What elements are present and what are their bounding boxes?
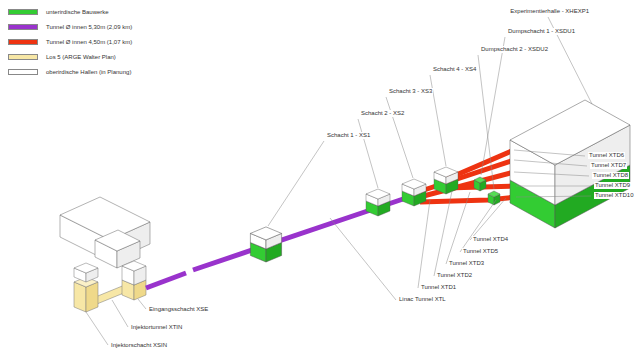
callout-label: Tunnel XTD1	[420, 284, 457, 291]
legend-text: unterirdische Bauwerke	[46, 8, 109, 16]
callout-label: Tunnel XTD9	[594, 182, 631, 189]
leader-line	[86, 17, 592, 345]
callout-label: Tunnel XTD8	[592, 172, 629, 179]
callout-label: Tunnel XTD7	[590, 162, 627, 169]
legend-text: Los 5 (ARGE Walter Plan)	[46, 53, 116, 61]
legend-text: Tunnel Ø innen 4,50m (1,07 km)	[46, 38, 132, 46]
callout-label: Tunnel XTD3	[448, 260, 485, 267]
callout-label: Tunnel XTD4	[472, 236, 509, 243]
callout-label: Dumpschacht 1 - XSDU1	[507, 28, 576, 35]
callout-label: Eingangsschacht XSE	[148, 306, 209, 313]
callout-label: Tunnel XTD6	[588, 152, 625, 159]
callout-label: Tunnel XTD2	[436, 272, 473, 279]
surface-hall	[60, 197, 150, 268]
legend-swatch	[8, 24, 38, 30]
callout-label: Experimentierhalle - XHEXP1	[509, 8, 590, 15]
callout-label: Injektortunnel XTIN	[130, 324, 183, 331]
callout-label: Schacht 1 - XS1	[326, 132, 371, 139]
callout-label: Dumpschacht 2 - XSDU2	[480, 46, 549, 53]
legend-swatch	[8, 54, 38, 60]
legend-swatch	[8, 69, 38, 75]
callout-label: Schacht 3 - XS3	[388, 88, 433, 95]
legend-text: oberirdische Hallen (in Planung)	[46, 68, 131, 76]
callout-label: Linac Tunnel XTL	[398, 296, 447, 303]
callout-label: Tunnel XTD5	[462, 248, 499, 255]
callout-label: Schacht 4 - XS4	[432, 66, 477, 73]
legend-swatch	[8, 9, 38, 15]
photon-tunnels	[412, 150, 516, 202]
experiment-hall	[510, 100, 630, 228]
callout-label: Injektorschacht XSIN	[110, 342, 168, 349]
injector-complex	[74, 261, 146, 312]
callout-label: Schacht 2 - XS2	[360, 110, 405, 117]
callout-label: Tunnel XTD10	[594, 192, 634, 199]
legend-text: Tunnel Ø innen 5,30m (2,09 km)	[46, 23, 132, 31]
legend-swatch	[8, 39, 38, 45]
